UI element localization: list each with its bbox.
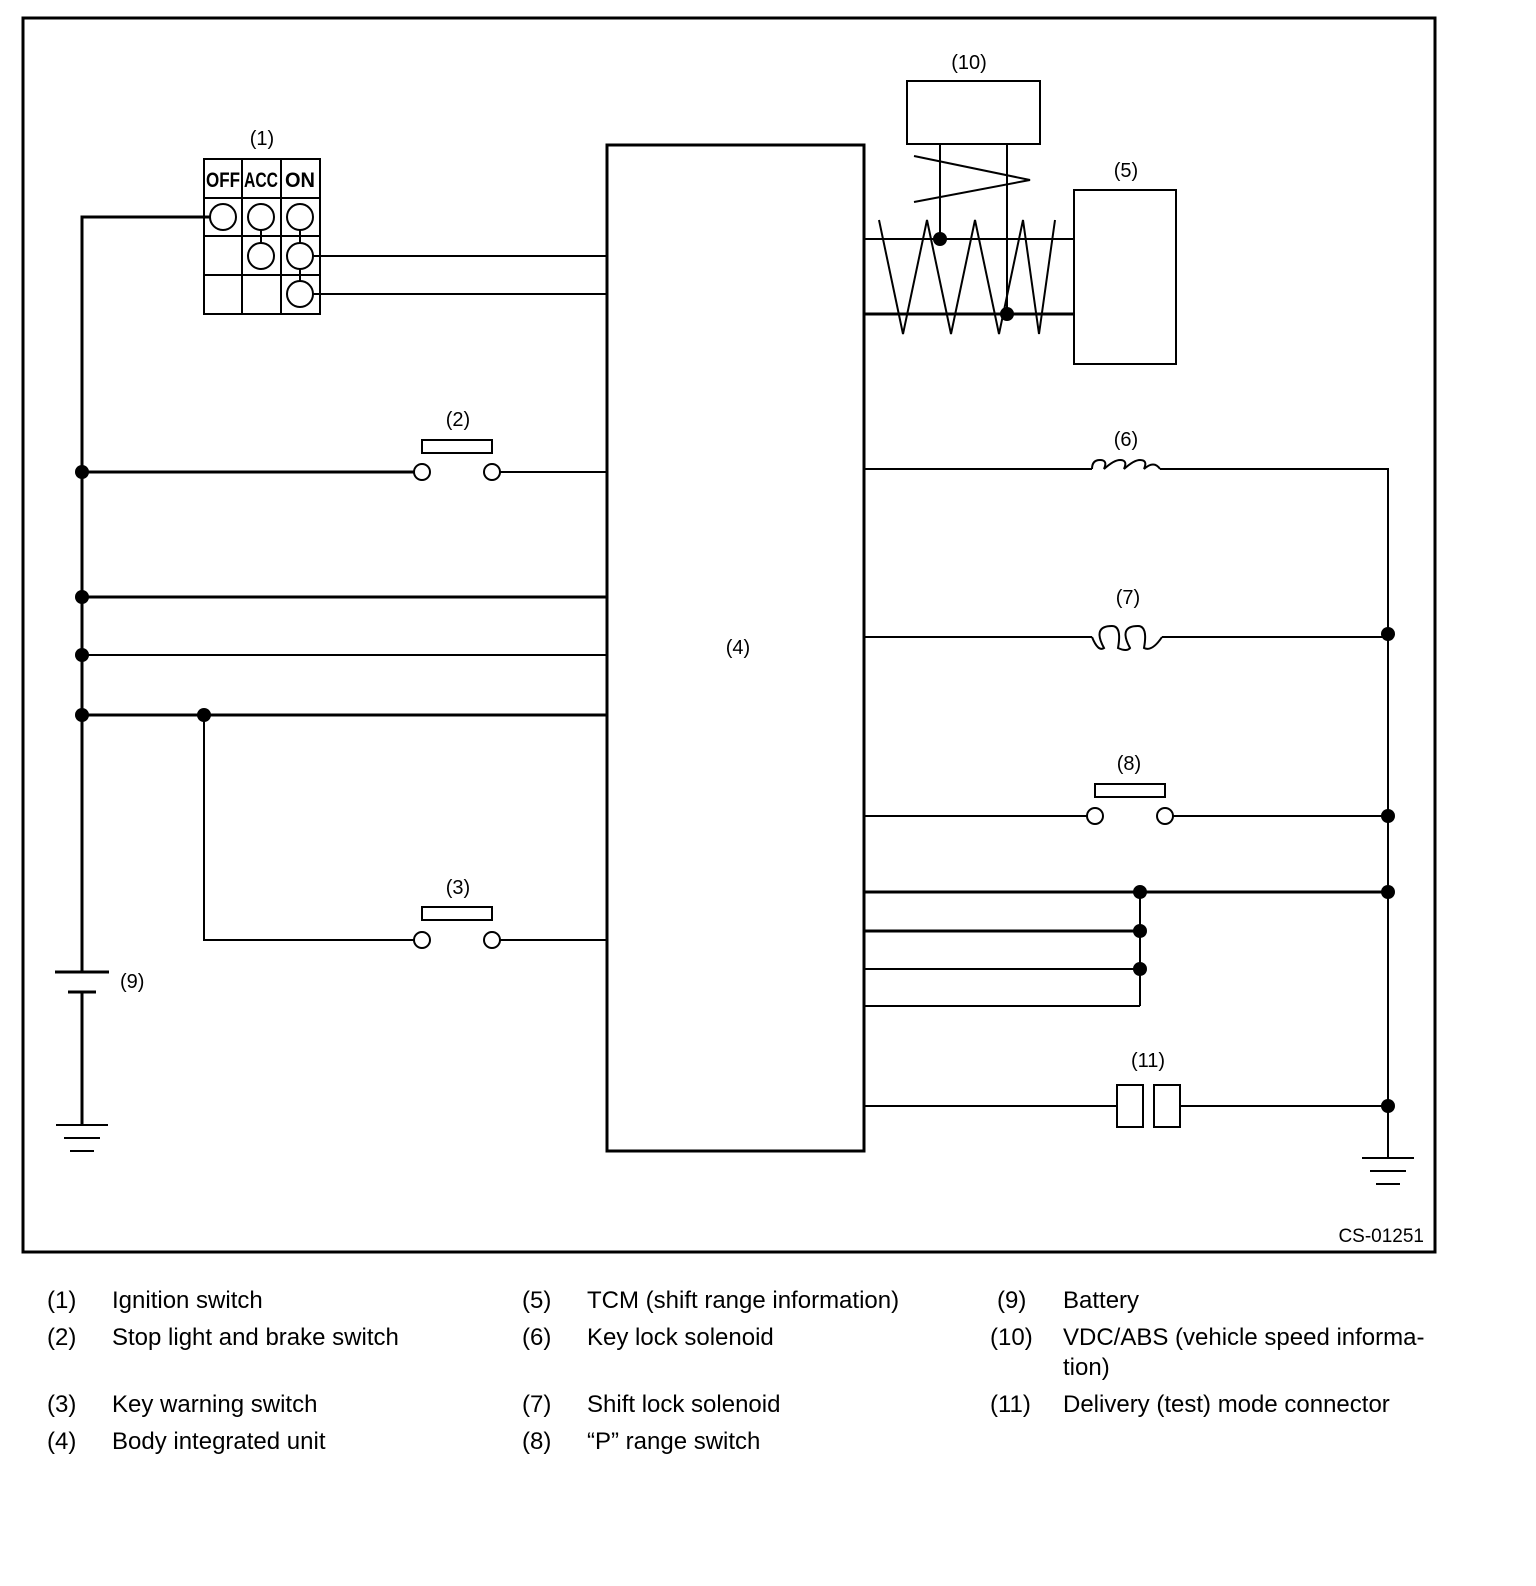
label-n1: (1): [250, 128, 274, 150]
stop-light-brake-switch: [413, 439, 501, 481]
diagram-frame: [21, 16, 1437, 1254]
legend-text-7: Shift lock solenoid: [587, 1391, 781, 1418]
legend-text-3: Key warning switch: [112, 1391, 318, 1418]
p-range-switch: [1086, 783, 1174, 825]
legend-text-5: TCM (shift range information): [587, 1287, 900, 1314]
label-n7: (7): [1116, 587, 1140, 609]
right-wiring: [864, 468, 1389, 1158]
legend-num-4: (4): [47, 1428, 77, 1455]
legend-num-9: (9): [997, 1287, 1027, 1314]
label-n2: (2): [446, 409, 470, 431]
switch-pos-acc: ACC: [244, 169, 278, 192]
label-n5: (5): [1114, 160, 1138, 182]
key-warning-switch: [413, 906, 501, 949]
twisted-pair-wiring: [864, 144, 1074, 335]
ground-right: [1362, 1157, 1414, 1185]
left-wiring: [80, 215, 607, 1125]
legend-text-9: Battery: [1063, 1287, 1140, 1314]
ground-left: [56, 1124, 108, 1152]
legend-text-6: Key lock solenoid: [587, 1324, 774, 1351]
vdc-abs-unit: [906, 80, 1041, 145]
legend-text-2: Stop light and brake switch: [112, 1324, 399, 1351]
legend-num-3: (3): [47, 1391, 77, 1418]
label-n6: (6): [1114, 429, 1138, 451]
tcm-unit: [1073, 189, 1177, 365]
label-n4: (4): [726, 637, 750, 659]
legend-text-10: VDC/ABS (vehicle speed informa-: [1063, 1324, 1425, 1351]
legend-num-10: (10): [990, 1324, 1033, 1351]
body-integrated-unit: [605, 143, 866, 1153]
shift-lock-solenoid: [1091, 624, 1163, 651]
wiring-diagram: OFF ACC ON: [21, 16, 1437, 1254]
legend-text-11: Delivery (test) mode connector: [1063, 1391, 1390, 1418]
switch-pos-on: ON: [285, 169, 315, 192]
delivery-mode-connector: [1116, 1084, 1181, 1128]
legend-num-6: (6): [522, 1324, 552, 1351]
label-n11: (11): [1131, 1050, 1165, 1072]
switch-pos-off: OFF: [206, 169, 240, 192]
legend-num-5: (5): [522, 1287, 552, 1314]
label-n9: (9): [120, 971, 144, 993]
battery: [55, 970, 109, 994]
legend-text-8: “P” range switch: [587, 1428, 761, 1455]
legend-num-8: (8): [522, 1428, 552, 1455]
junction-dots: [75, 232, 1395, 1113]
figure-id: CS-01251: [1338, 1226, 1424, 1247]
label-n10: (10): [951, 52, 987, 74]
label-n3: (3): [446, 877, 470, 899]
legend-num-11: (11): [990, 1391, 1031, 1418]
legend-text-4: Body integrated unit: [112, 1428, 326, 1455]
label-n8: (8): [1117, 753, 1141, 775]
legend-text-10-cont: tion): [1063, 1354, 1110, 1381]
legend-num-2: (2): [47, 1324, 77, 1351]
legend-text-1: Ignition switch: [112, 1287, 263, 1314]
legend-num-1: (1): [47, 1287, 77, 1314]
legend-num-7: (7): [522, 1391, 552, 1418]
key-lock-solenoid: [1091, 458, 1161, 470]
